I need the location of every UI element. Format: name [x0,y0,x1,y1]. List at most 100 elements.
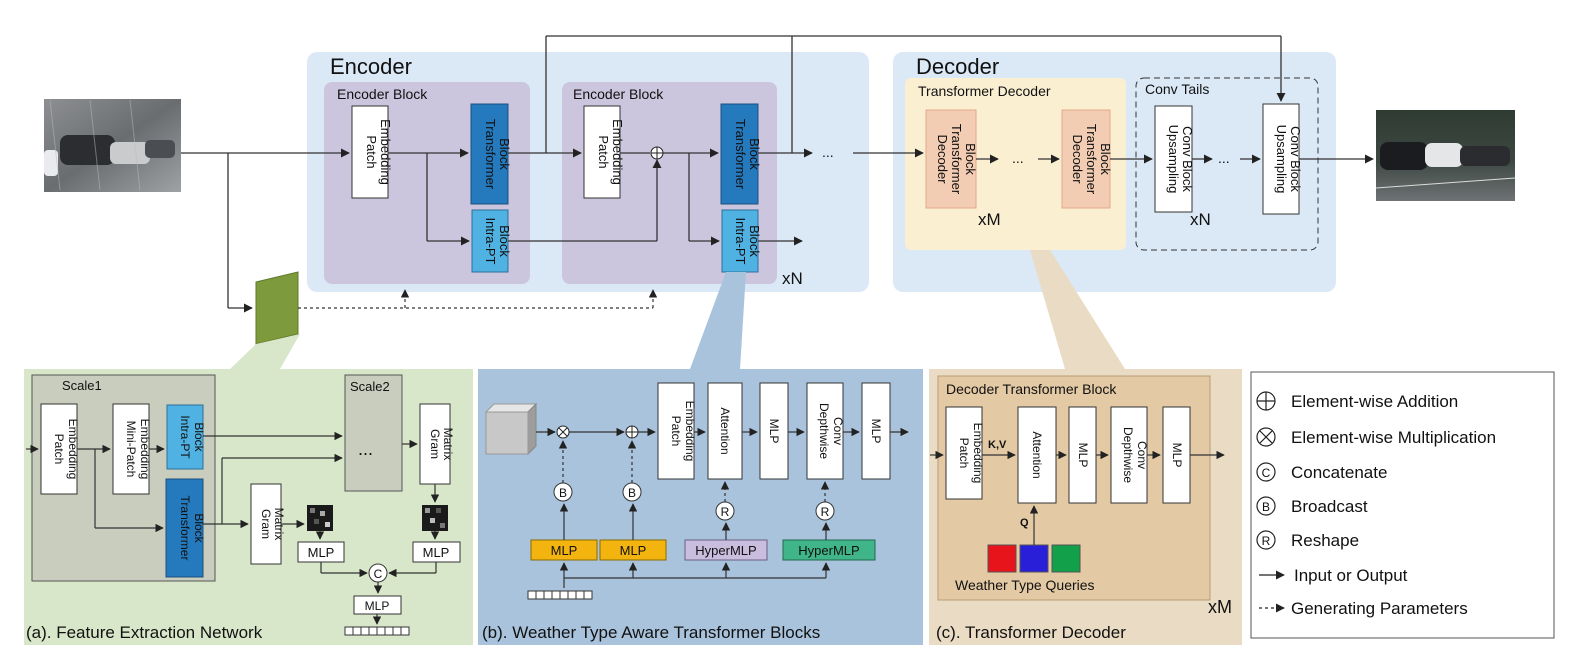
attention-label: Attention [1030,431,1044,478]
b-weather-vector [527,590,593,600]
legend-reshape-label: Reshape [1291,531,1359,550]
gram-line2: Matrix [441,428,455,461]
mlp-label: MLP [767,419,781,444]
decoder-transformer-block-label: Decoder Transformer Block [946,381,1117,397]
dec-block-line1: Decoder [935,134,950,184]
intra-line1: Intra-PT [178,415,192,459]
encoder-patch-embedding-2: Patch Embedding [583,105,625,199]
legend-reshape-icon: R [1256,530,1276,550]
encoder-block-1-label: Encoder Block [337,86,428,102]
upsampling-line1: Upsampling [1274,125,1289,194]
broadcast-symbol: B [628,486,636,500]
panel-b-caption: (b). Weather Type Aware Transformer Bloc… [482,623,820,642]
dec-block-line2: Transformer [1084,124,1099,195]
b-broadcast-node-2: B [622,482,642,502]
b-depthwise-conv: Depthwise Conv [806,382,845,480]
intra-pt-line2: Block [747,225,762,257]
b-reshape-node-1: R [715,501,735,521]
mlp-label: MLP [1170,443,1184,468]
callout-a [230,334,300,369]
a-gram-matrix-1: Gram Matrix [250,483,286,565]
intra-line2: Block [192,422,206,452]
dec-block-line1: Decoder [1070,134,1085,184]
panel-a-caption: (a). Feature Extraction Network [26,623,263,642]
clear-output-image [1375,110,1516,201]
upsampling-conv-block-2: Upsampling Conv Block [1262,103,1303,215]
b-mlp-2: MLP [861,382,891,480]
ellipsis: ... [1012,150,1024,166]
mlp-label: MLP [365,599,390,613]
concat-symbol: C [1262,466,1271,480]
scale1-label: Scale1 [62,378,102,393]
c-mlp-2: MLP [1162,406,1191,504]
patch-line2: Embedding [683,401,697,462]
patch-line1: Patch [669,416,683,447]
patch-embedding-line1: Patch [596,135,611,168]
b-patch-embedding: Patch Embedding [657,382,697,480]
a-concat-node: C [368,563,388,583]
panel-c-connections [930,450,1225,545]
gram-thumbnail-2 [422,505,448,531]
panel-a-connections [26,431,440,625]
panel-b-connections [536,427,909,588]
hypermlp-label: HyperMLP [798,543,859,558]
mlp-label: MLP [1076,443,1090,468]
legend-box [1250,371,1555,639]
a-patch-embedding: Patch Embedding [40,403,80,495]
mlp-label: MLP [423,545,450,560]
ellipsis: ... [1218,150,1230,166]
intra-pt-line1: Intra-PT [483,218,498,265]
scale2-label: Scale2 [350,379,390,394]
legend-broadcast-icon: B [1256,496,1276,516]
a-transformer-block: Transformer Block [165,478,206,578]
legend-broadcast-label: Broadcast [1291,497,1368,516]
dec-block-line3: Block [1098,143,1113,175]
patch-embedding-line2: Embedding [610,119,625,185]
legend-addition-icon [1256,391,1276,411]
weather-query-3 [1051,544,1081,573]
b-hypermlp-2: HyperMLP [782,539,876,561]
c-attention: Attention [1017,406,1057,504]
encoder-intra-pt-block-2: Intra-PT Block [721,209,762,273]
encoder-block-2-label: Encoder Block [573,86,664,102]
decoder-transformer-block-2: Decoder Transformer Block [1061,109,1113,209]
b-hypermlp-1: HyperMLP [684,539,768,561]
encoder-transformer-block-2: Transformer Block [720,103,762,205]
broadcast-symbol: B [1262,500,1270,514]
intra-pt-line1: Intra-PT [733,218,748,265]
panel-c-caption: (c). Transformer Decoder [936,623,1126,642]
transformer-line2: Block [497,138,512,170]
ellipsis: ... [822,144,834,160]
b-attention: Attention [707,382,743,480]
gram-line1: Gram [259,509,273,539]
encoder-intra-pt-block-1: Intra-PT Block [471,209,512,273]
patch-embedding-line1: Patch [364,135,379,168]
weather-type-queries-label: Weather Type Queries [955,577,1095,593]
a-intra-pt-block: Intra-PT Block [166,404,206,470]
conv-tails-label: Conv Tails [1145,81,1209,97]
patch-line2: Embedding [971,423,985,484]
dec-block-line3: Block [963,143,978,175]
a-gram-matrix-2: Gram Matrix [419,403,455,485]
legend-input-output-label: Input or Output [1294,566,1408,585]
b-feature-cube [484,402,538,456]
top-ellipses: ... ... ... [822,144,1230,166]
reshape-symbol: R [1262,534,1271,548]
b-reshape-node-2: R [815,501,835,521]
mlp-box-label: MLP [620,543,647,558]
decoder-transformer-block-1: Decoder Transformer Block [925,109,978,209]
b-mlp-1: MLP [759,382,789,480]
decoder-title: Decoder [916,54,999,79]
upsampling-line2: Conv Block [1288,126,1303,192]
scale2-region [344,374,403,492]
a-mlp-3: MLP [353,595,402,615]
depthwise-line1: Depthwise [1121,427,1135,483]
c-depthwise-conv: Depthwise Conv [1110,406,1149,504]
b-mlp-gold-2: MLP [599,539,667,561]
generating-parameter-lines [298,289,658,309]
weather-query-2 [1019,544,1049,573]
transformer-decoder-repeat: xM [978,210,1001,229]
callout-b [690,272,746,369]
depthwise-line1: Depthwise [817,403,831,459]
